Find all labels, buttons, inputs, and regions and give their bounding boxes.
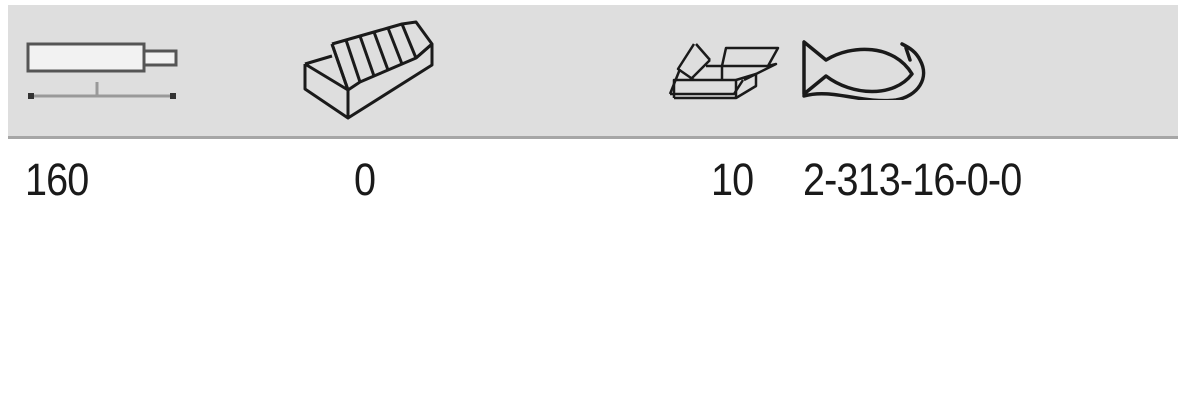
thread-icon: [303, 20, 434, 120]
length-value: 160: [25, 154, 89, 205]
table-header: [8, 5, 1178, 136]
length-icon: [26, 42, 178, 99]
fish-icon: [802, 40, 926, 100]
article-code-value: 2-313-16-0-0: [803, 154, 1022, 205]
thread-value: 0: [354, 154, 376, 205]
pack-quantity-value: 10: [711, 154, 754, 205]
header-divider: [8, 136, 1178, 139]
package-box-icon: [668, 43, 780, 100]
